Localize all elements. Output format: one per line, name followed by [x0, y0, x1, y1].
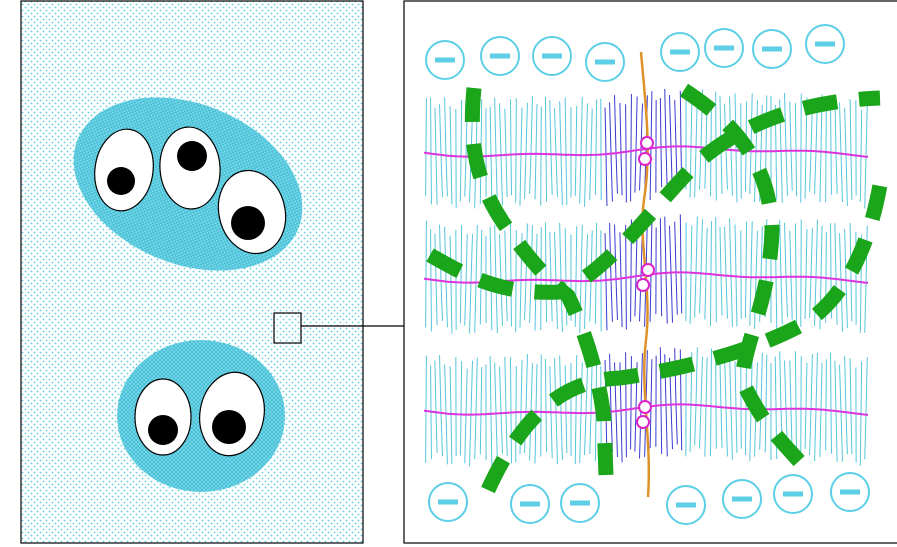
ring-junction-icon — [641, 137, 653, 149]
negative-charge-icon — [511, 485, 549, 523]
left-panel — [21, 1, 363, 543]
negative-charge-icon — [481, 37, 519, 75]
negative-charge-icon — [586, 43, 624, 81]
negative-charge-icon — [753, 30, 791, 68]
ring-junction-icon — [642, 264, 654, 276]
negative-charge-icon — [426, 41, 464, 79]
right-panel — [404, 1, 897, 543]
ring-junction-icon — [639, 401, 651, 413]
negative-charge-icon — [561, 484, 599, 522]
negative-charge-icon — [661, 33, 699, 71]
eye-particle-icon — [135, 379, 191, 455]
negative-charge-icon — [774, 475, 812, 513]
negative-charge-icon — [667, 486, 705, 524]
negative-charge-icon — [831, 473, 869, 511]
negative-charge-icon — [723, 480, 761, 518]
negative-charge-icon — [806, 25, 844, 63]
negative-charge-icon — [429, 483, 467, 521]
negative-charge-icon — [705, 29, 743, 67]
ring-junction-icon — [639, 153, 651, 165]
ring-junction-icon — [637, 416, 649, 428]
lower-cluster — [117, 340, 285, 492]
negative-charge-icon — [533, 37, 571, 75]
ring-junction-icon — [637, 279, 649, 291]
